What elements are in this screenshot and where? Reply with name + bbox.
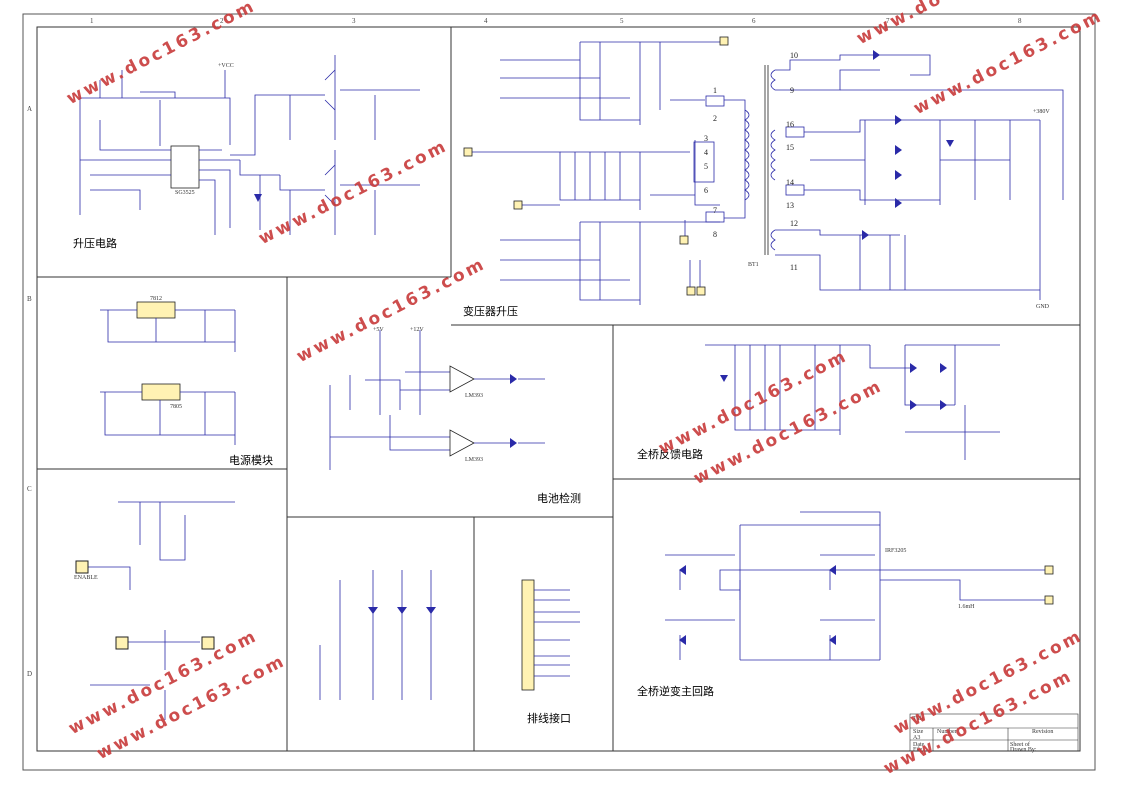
- winding-num: 13: [786, 201, 794, 210]
- border-num: A: [27, 105, 33, 113]
- winding-num: 8: [713, 230, 717, 239]
- feedback-circuit: [705, 344, 1000, 460]
- part-label: LM393: [465, 393, 483, 399]
- border-num: 3: [352, 17, 356, 25]
- winding-num: 3: [704, 134, 708, 143]
- section-label-battery: 电池检测: [537, 492, 581, 505]
- part-label: BT1: [748, 262, 759, 268]
- part-label: 1.6mH: [958, 604, 975, 610]
- border-num: 2: [220, 17, 224, 25]
- part-label: SG3525: [175, 190, 195, 196]
- boost-circuit: [79, 55, 420, 235]
- tb-drawn: Drawn By:: [1010, 747, 1037, 753]
- winding-num: 1: [713, 86, 717, 95]
- terminal-ports: [463, 36, 1054, 605]
- net-label: +VCC: [218, 63, 234, 69]
- border-num: 4: [484, 17, 488, 25]
- tb-size-val: A3: [913, 735, 921, 741]
- transformer-diodes: [862, 50, 954, 240]
- section-label-connector: 排线接口: [527, 712, 571, 725]
- section-label-feedback: 全桥反馈电路: [637, 448, 703, 461]
- enable-port: [75, 560, 89, 574]
- border-num: 1: [90, 17, 94, 25]
- port-right: [201, 636, 215, 650]
- port-left: [115, 636, 129, 650]
- border-num: 8: [1018, 17, 1022, 25]
- outer-frame: [22, 13, 1096, 771]
- net-label: +12V: [410, 327, 424, 333]
- net-label: +380V: [1033, 109, 1050, 115]
- inverter-circuit: [665, 511, 1045, 661]
- section-label-boost: 升压电路: [73, 237, 117, 250]
- tb-date: Date: [913, 742, 925, 748]
- part-label: 7805: [170, 404, 182, 410]
- border-num: 5: [620, 17, 624, 25]
- winding-num: 4: [704, 148, 708, 157]
- net-label: GND: [1036, 304, 1049, 310]
- winding-num: 2: [713, 114, 717, 123]
- winding-num: 5: [704, 162, 708, 171]
- tb-revision: Revision: [1032, 729, 1054, 735]
- border-num: 6: [752, 17, 756, 25]
- part-label: IRF3205: [885, 548, 907, 554]
- border-num: 7: [886, 17, 890, 25]
- led-indicators: [319, 570, 432, 700]
- part-label: 7812: [150, 296, 162, 302]
- title-block: [909, 713, 1079, 752]
- feedback-diodes: [720, 363, 947, 410]
- winding-num: 11: [790, 263, 798, 272]
- tb-file: File: [913, 747, 923, 753]
- winding-num: 15: [786, 143, 794, 152]
- border-num: B: [27, 295, 32, 303]
- winding-num: 16: [786, 120, 794, 129]
- transformer-circuit: [472, 41, 1064, 305]
- tb-sheet: Sheet of: [1010, 742, 1030, 748]
- section-label-power: 电源模块: [229, 454, 273, 467]
- section-label-inverter: 全桥逆变主回路: [637, 685, 714, 698]
- connector-circuit: [521, 579, 580, 691]
- battery-detect: [329, 330, 545, 470]
- enable-circuit: [88, 501, 235, 720]
- border-num: C: [27, 485, 32, 493]
- winding-num: 10: [790, 51, 798, 60]
- part-label: LM393: [465, 457, 483, 463]
- tb-size: Size: [913, 729, 924, 735]
- inner-frame: [36, 26, 1081, 752]
- inverter-diodes: [679, 565, 836, 645]
- winding-num: 14: [786, 178, 794, 187]
- power-module: [100, 301, 236, 445]
- winding-num: 7: [713, 206, 717, 215]
- winding-num: 12: [790, 219, 798, 228]
- section-label-transformer: 变压器升压: [463, 305, 518, 318]
- section-dividers: [37, 27, 1080, 751]
- winding-num: 9: [790, 86, 794, 95]
- winding-num: 6: [704, 186, 708, 195]
- battery-diodes: [510, 374, 517, 448]
- part-label: ENABLE: [74, 575, 98, 581]
- tb-number: Number: [937, 729, 957, 735]
- led-glyphs: [368, 607, 436, 614]
- net-label: +5V: [373, 327, 384, 333]
- zener-boost: [254, 194, 262, 202]
- border-num: D: [27, 670, 33, 678]
- tb-title: Title: [913, 716, 925, 722]
